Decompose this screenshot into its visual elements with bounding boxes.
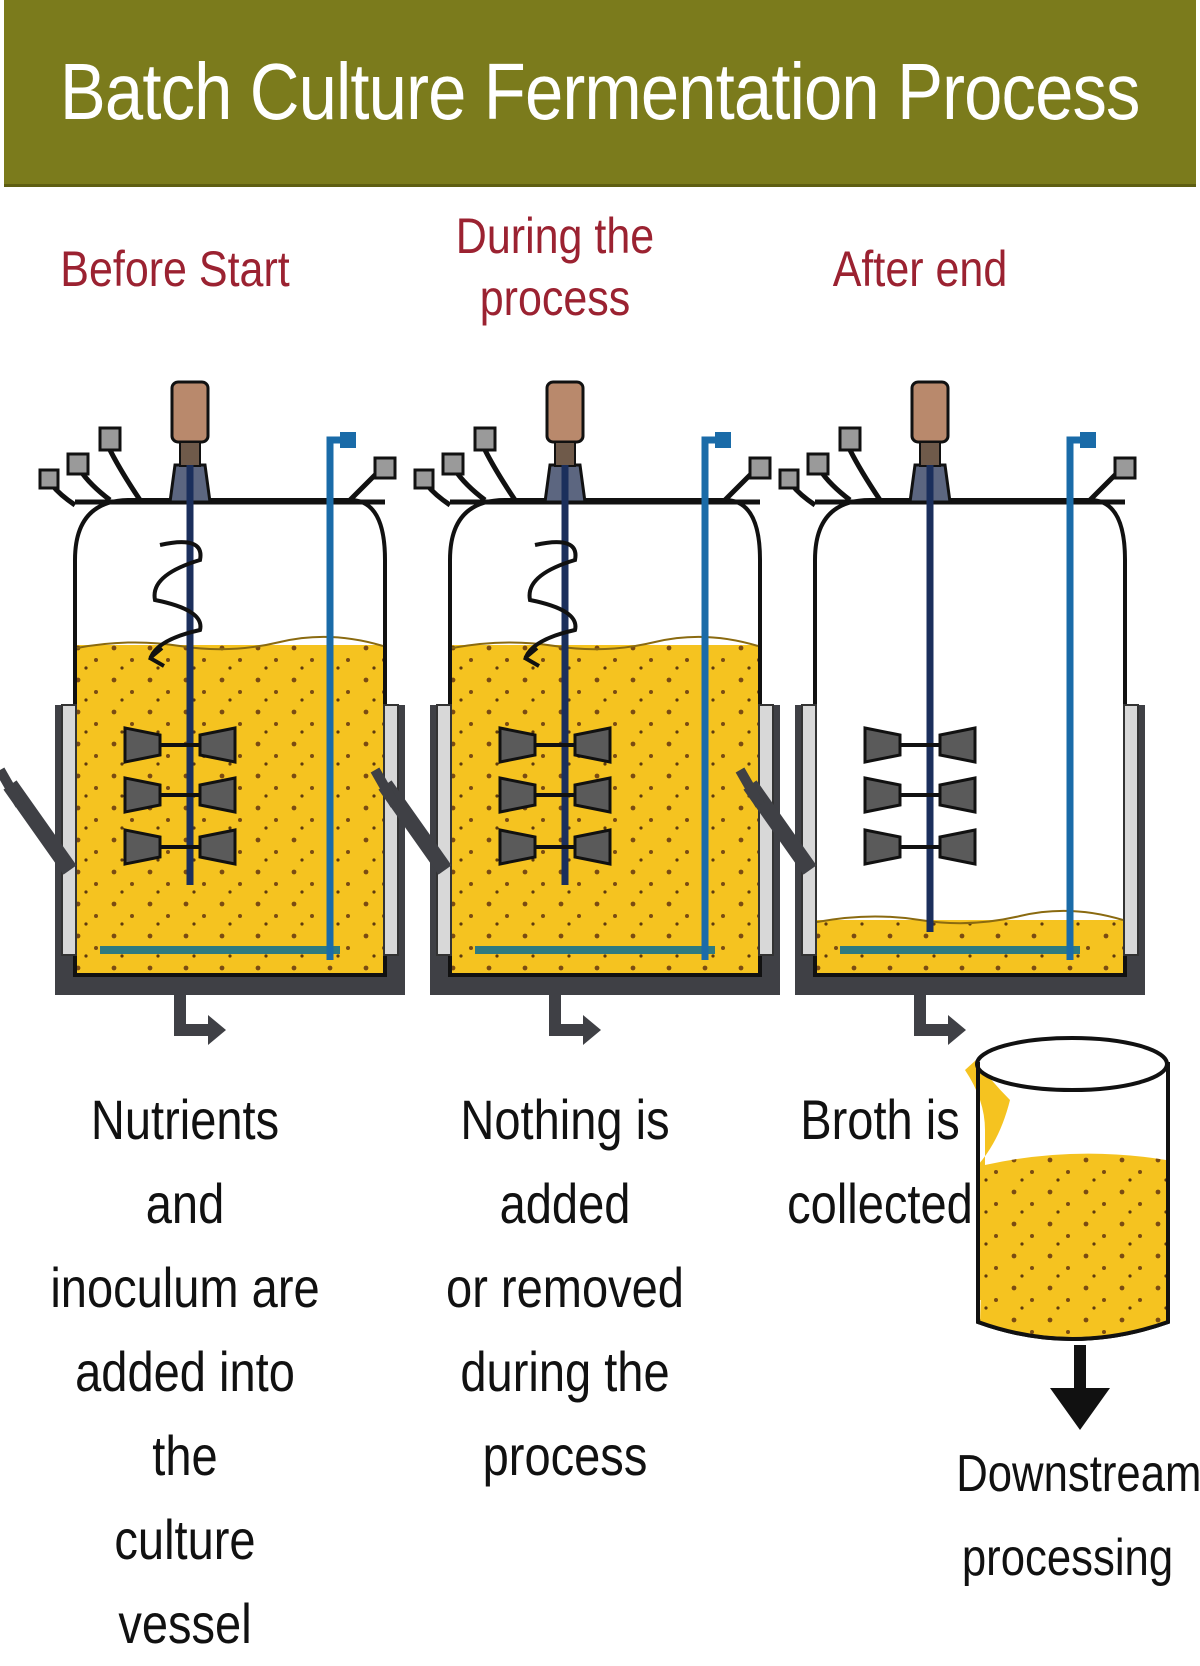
collection-beaker: [965, 1036, 1170, 1341]
fermenter-diagram: [0, 0, 1170, 1430]
caption-during-process: Nothing is added or removed during the p…: [446, 1088, 684, 1487]
diagram-title: Batch Culture Fermentation Process: [60, 47, 1141, 136]
stage-title-before-start: Before Start: [60, 241, 290, 297]
fermenter-before-start: [0, 382, 405, 1045]
stage-title-after-end: After end: [832, 241, 1008, 297]
title-banner: Batch Culture Fermentation Process: [4, 0, 1196, 187]
caption-before-start: Nutrients and inoculum are added into th…: [50, 1088, 320, 1655]
fermenter-during-process: [375, 382, 780, 1045]
downstream-processing-label: Downstream processing: [956, 1445, 1200, 1587]
caption-after-end: Broth is collected: [787, 1088, 973, 1235]
fermenter-after-end: [740, 382, 1145, 1045]
downstream-arrow: [1050, 1345, 1110, 1430]
stage-title-during-process: During the process: [455, 208, 655, 326]
